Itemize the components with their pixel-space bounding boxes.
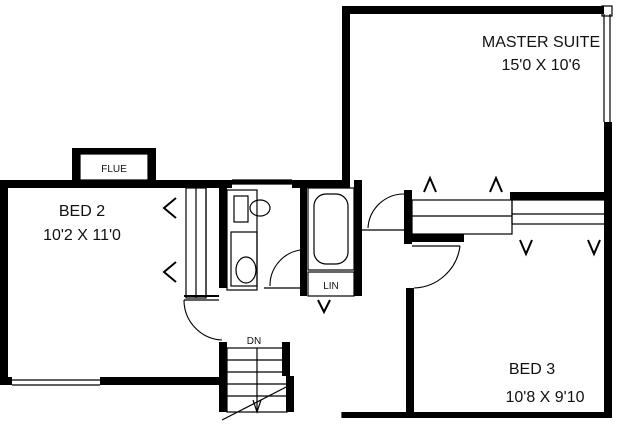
wall-bottom-right	[342, 412, 612, 418]
wall-bath-top-thin	[232, 180, 292, 184]
wall-bed3-left	[406, 288, 414, 412]
wall-master-left	[342, 6, 350, 182]
walls	[0, 6, 612, 418]
wall-stair-right-post	[286, 376, 294, 412]
wall-bed2-top	[0, 180, 232, 188]
wall-flue-right	[148, 148, 156, 182]
wall-flue-left	[72, 148, 80, 182]
room-labels: MASTER SUITE 15'0 X 10'6 BED 2 10'2 X 11…	[43, 34, 600, 406]
wall-bed2-left	[0, 180, 8, 385]
room-bed3-name: BED 3	[509, 361, 555, 378]
windows	[12, 5, 613, 418]
wall-closet-bottom	[412, 234, 464, 242]
wall-closet-top	[510, 192, 610, 200]
wall-master-top	[342, 6, 604, 14]
room-master-dimensions: 15'0 X 10'6	[501, 57, 580, 74]
master-closets	[411, 175, 607, 257]
flue: FLUE	[79, 153, 149, 181]
stair-label: DN	[247, 336, 261, 347]
flue-label: FLUE	[101, 164, 127, 175]
room-master-name: MASTER SUITE	[482, 34, 600, 51]
wall-stair-left	[219, 342, 227, 412]
bed2-closet	[162, 187, 219, 299]
wall-tub-right	[354, 180, 362, 296]
wall-closet-a	[404, 190, 412, 244]
room-bed3-dimensions: 10'8 X 9'10	[505, 389, 584, 406]
stair: DN	[221, 336, 293, 421]
wall-bath-top	[292, 180, 350, 188]
door-swings	[183, 193, 461, 341]
wall-linen-left	[300, 188, 307, 296]
room-bed2-name: BED 2	[59, 203, 105, 220]
room-bed2-dimensions: 10'2 X 11'0	[43, 227, 121, 244]
bath: LIN	[226, 187, 355, 315]
wall-flue-top	[72, 148, 156, 154]
wall-bed2-bottom-b	[100, 377, 222, 385]
wall-bed2-bath	[219, 184, 227, 288]
linen-label: LIN	[323, 281, 339, 292]
wall-bed2-bottom-a	[0, 377, 12, 385]
wall-right	[604, 122, 612, 418]
